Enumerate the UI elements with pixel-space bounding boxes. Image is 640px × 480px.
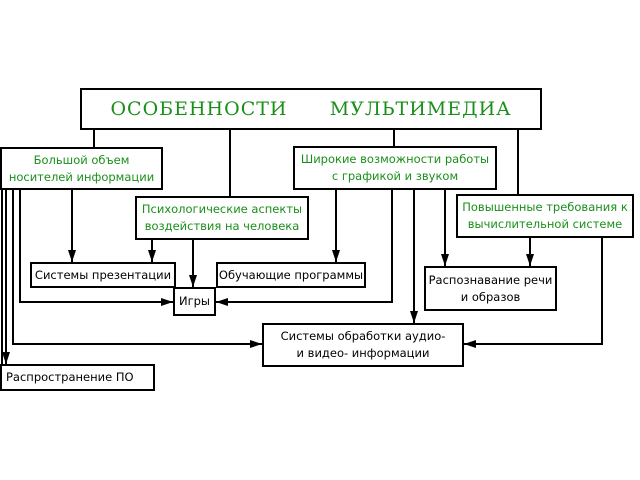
feature-large-volume: Большой объем носителей информации — [0, 147, 163, 190]
feature-computing-line-1: Повышенные требования к — [462, 200, 628, 214]
feature-graphics-sound-line-1: Широкие возможности работы — [300, 152, 490, 166]
arrow-computing-audio-video — [464, 238, 603, 348]
app-training-programs-label: Обучающие программы — [218, 267, 364, 282]
feature-computing-requirements: Повышенные требования к вычислительной с… — [456, 194, 634, 238]
arrow-large-volume-audio-video — [12, 188, 262, 348]
app-games: Игры — [173, 287, 216, 316]
app-software-distribution-label: Распространение ПО — [6, 370, 134, 384]
feature-psychological: Психологические аспекты воздействия на ч… — [135, 196, 309, 240]
feature-graphics-sound: Широкие возможности работы с графикой и … — [293, 146, 497, 190]
app-recognition-line-2: и образов — [460, 289, 521, 304]
app-audio-video-line-1: Системы обработки аудио- — [280, 329, 446, 343]
feature-psychological-line-2: воздействия на человека — [144, 219, 300, 233]
app-audio-video-line-2: и видео- информации — [296, 346, 430, 360]
app-software-distribution: Распространение ПО — [0, 364, 155, 391]
app-training-programs: Обучающие программы — [216, 262, 366, 288]
feature-large-volume-line-1: Большой объем — [33, 152, 130, 167]
feature-large-volume-line-2: носителей информации — [8, 169, 155, 184]
arrow-large-volume-games — [19, 188, 173, 306]
feature-graphics-sound-line-2: с графикой и звуком — [331, 169, 459, 183]
diagram-title-box: ОСОБЕННОСТИ МУЛЬТИМЕДИА — [80, 88, 542, 130]
feature-computing-line-2: вычислительной системе — [467, 217, 623, 231]
app-presentation-systems-label: Системы презентации — [34, 267, 172, 282]
arrow-graphics-games — [216, 190, 393, 306]
app-speech-image-recognition: Распознавание речи и образов — [424, 266, 557, 311]
app-recognition-line-1: Распознавание речи — [428, 272, 553, 287]
feature-psychological-line-1: Психологические аспекты — [141, 202, 303, 216]
app-presentation-systems: Системы презентации — [30, 262, 176, 288]
app-games-label: Игры — [178, 294, 211, 308]
diagram-title: ОСОБЕННОСТИ МУЛЬТИМЕДИА — [110, 97, 512, 120]
app-audio-video-processing: Системы обработки аудио- и видео- информ… — [262, 323, 464, 367]
